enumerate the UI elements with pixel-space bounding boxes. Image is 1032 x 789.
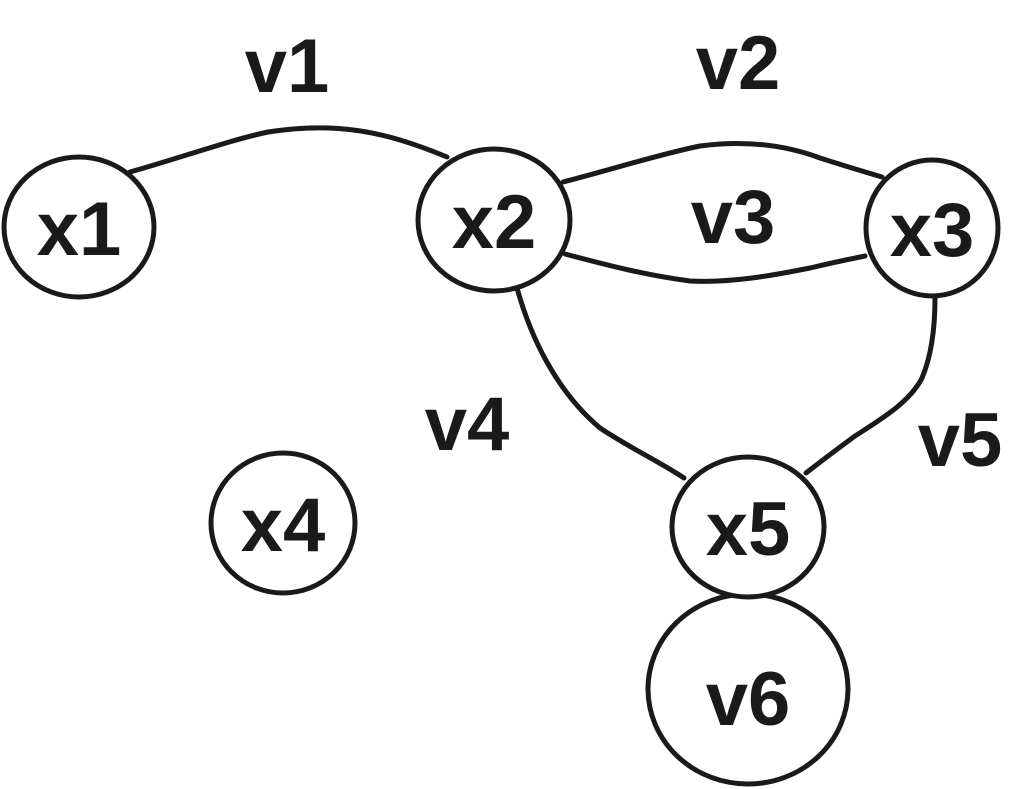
node-x3-label: x3 [890,188,975,273]
node-x4-circle [208,450,358,596]
node-v6: v6 [645,591,851,787]
node-v6-label: v6 [706,657,791,742]
edge-v4 [514,285,687,481]
edge-v3-label: v3 [691,175,776,260]
node-x1-circle [1,154,157,300]
node-x1-label: x1 [37,187,122,272]
node-x5: x5 [669,454,827,600]
node-x2: x2 [415,146,573,294]
node-x4-label: x4 [241,483,326,568]
node-x5-circle [669,454,827,600]
node-x2-label: x2 [452,180,537,265]
edge-v4-label: v4 [425,382,510,467]
edge-v1-label: v1 [245,24,330,109]
node-x5-label: x5 [706,487,791,572]
edge-v1 [127,125,450,175]
node-x4: x4 [208,450,358,596]
node-x1: x1 [1,154,157,300]
edge-v2 [560,141,885,185]
edge-v2-label: v2 [696,21,781,106]
node-x3: x3 [863,157,1001,299]
edge-v3 [562,251,868,284]
node-x3-circle [863,157,1001,299]
node-x2-circle [415,146,573,294]
edge-v5-label: v5 [918,398,1003,483]
edge-v5 [803,295,938,476]
